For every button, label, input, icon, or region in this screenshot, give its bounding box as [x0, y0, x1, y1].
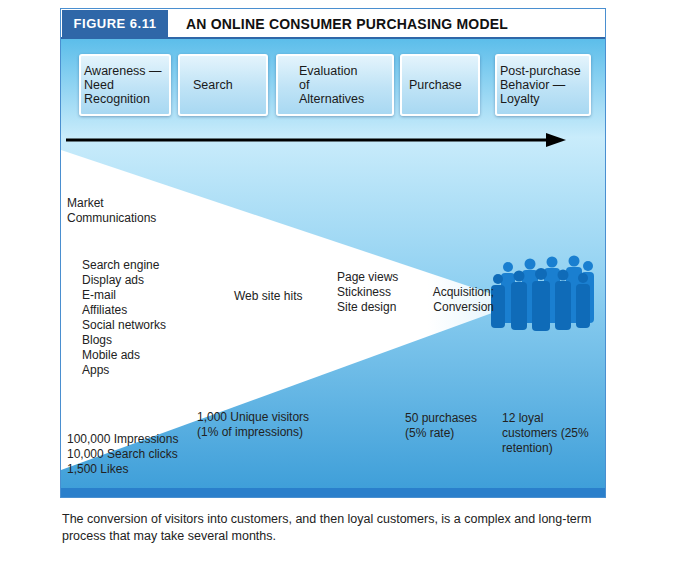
channel-item: Display ads	[82, 273, 192, 288]
person-body	[532, 281, 550, 331]
channel-item: E-mail	[82, 288, 192, 303]
funnel-count: 1,500 Likes	[67, 462, 192, 477]
person-body	[555, 281, 571, 330]
channel-item: Mobile ads	[82, 348, 192, 363]
channel-item: Affiliates	[82, 303, 192, 318]
funnel-count: 1,000 Unique visitors (1% of impressions…	[197, 410, 319, 440]
stage-metric: Acquisition; Conversion	[414, 285, 494, 315]
blue-background	[61, 38, 605, 489]
person-head	[547, 257, 558, 268]
stage-label: Post-purchase Behavior — Loyalty	[500, 64, 586, 106]
process-arrow-head	[546, 133, 566, 147]
person-head	[578, 273, 588, 283]
person-body	[511, 282, 527, 330]
channel-item: Apps	[82, 363, 192, 378]
funnel-count: 100,000 Impressions	[67, 432, 192, 447]
person-head	[583, 261, 593, 271]
stage-box: Purchase	[400, 54, 480, 116]
funnel-count: 10,000 Search clicks	[67, 447, 192, 462]
stage-text-group: Post-purchase Behavior — Loyalty	[500, 64, 586, 106]
customer-crowd-front	[491, 268, 590, 331]
stage-box: Awareness — Need Recognition	[79, 54, 171, 116]
stage-label: Awareness — Need Recognition	[84, 64, 166, 106]
stage-text-group: Awareness — Need Recognition	[84, 64, 166, 106]
person-head	[558, 270, 569, 281]
person-head	[514, 271, 525, 282]
figure-caption: The conversion of visitors into customer…	[62, 511, 610, 545]
stage-text-group: Purchase	[409, 78, 471, 92]
channel-item: Blogs	[82, 333, 192, 348]
funnel-count: 50 purchases (5% rate)	[405, 411, 485, 441]
channel-item: Social networks	[82, 318, 192, 333]
person-head	[535, 268, 547, 280]
funnel-count: 12 loyal customers (25% retention)	[502, 411, 590, 456]
person-head	[569, 256, 580, 267]
stage-text-group: Search	[193, 78, 253, 92]
figure-frame	[61, 9, 606, 498]
header-rule	[61, 37, 605, 39]
funnel-shape	[61, 150, 492, 470]
figure-number: FIGURE 6.11	[62, 10, 168, 37]
person-head	[503, 262, 513, 272]
stage-label: Purchase	[409, 78, 471, 92]
stage-metric: Stickiness	[337, 285, 412, 300]
person-head	[525, 259, 536, 270]
stage-metric: Web site hits	[234, 289, 324, 304]
stage-box: Post-purchase Behavior — Loyalty	[495, 54, 591, 116]
stage-box: Search	[178, 54, 268, 116]
channel-heading: Market Communications	[67, 196, 162, 226]
person-body	[576, 284, 590, 328]
stage-label: Evaluation of Alternatives	[299, 64, 371, 106]
bottom-bar	[61, 488, 605, 497]
channel-item: Search engine	[82, 258, 192, 273]
stage-box: Evaluation of Alternatives	[276, 54, 394, 116]
figure-title: AN ONLINE CONSUMER PURCHASING MODEL	[186, 15, 508, 33]
stage-text-group: Evaluation of Alternatives	[299, 64, 371, 106]
person-head	[493, 274, 503, 284]
stage-label: Search	[193, 78, 253, 92]
stage-metric: Site design	[337, 300, 412, 315]
process-arrow-line	[66, 139, 550, 142]
stage-metric: Page views	[337, 270, 412, 285]
